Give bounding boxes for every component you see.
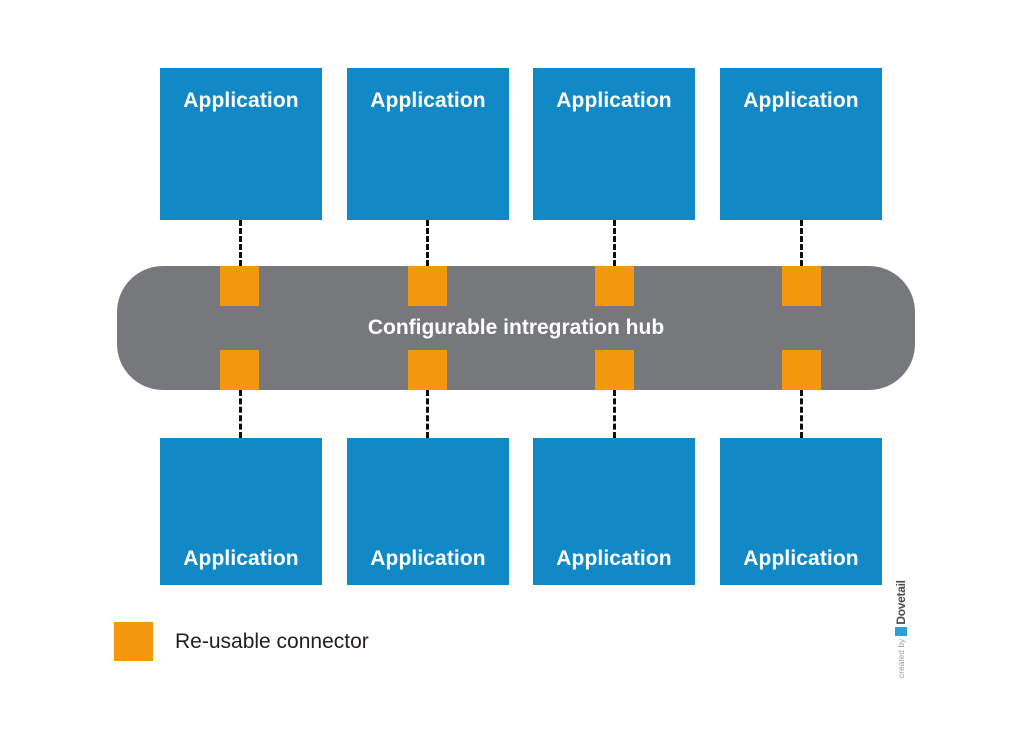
application-label: Application <box>183 89 299 112</box>
connection-line-top-4 <box>800 220 803 266</box>
connection-line-bottom-1 <box>239 390 242 438</box>
watermark-created-by-text: created by <box>896 638 906 678</box>
connection-line-top-3 <box>613 220 616 266</box>
connector-top-4[interactable] <box>782 266 821 306</box>
dovetail-logo: Dovetail <box>894 580 908 636</box>
application-box-top-3[interactable]: Application <box>533 68 695 220</box>
application-box-bottom-1[interactable]: Application <box>160 438 322 585</box>
application-label: Application <box>370 547 486 570</box>
legend-label-connector: Re-usable connector <box>175 629 369 653</box>
watermark: created by Dovetail <box>884 568 918 678</box>
connector-top-3[interactable] <box>595 266 634 306</box>
connector-top-2[interactable] <box>408 266 447 306</box>
connection-line-bottom-3 <box>613 390 616 438</box>
application-box-top-1[interactable]: Application <box>160 68 322 220</box>
application-box-top-4[interactable]: Application <box>720 68 882 220</box>
connection-line-bottom-4 <box>800 390 803 438</box>
application-box-top-2[interactable]: Application <box>347 68 509 220</box>
connection-line-top-1 <box>239 220 242 266</box>
application-label: Application <box>183 547 299 570</box>
application-box-bottom-4[interactable]: Application <box>720 438 882 585</box>
legend: Re-usable connector <box>114 622 369 661</box>
application-label: Application <box>743 547 859 570</box>
connector-bottom-2[interactable] <box>408 350 447 390</box>
legend-swatch-connector <box>114 622 153 661</box>
application-label: Application <box>556 547 672 570</box>
watermark-brand-text: Dovetail <box>894 580 908 625</box>
connector-bottom-4[interactable] <box>782 350 821 390</box>
application-label: Application <box>743 89 859 112</box>
application-label: Application <box>556 89 672 112</box>
application-box-bottom-3[interactable]: Application <box>533 438 695 585</box>
connection-line-top-2 <box>426 220 429 266</box>
application-label: Application <box>370 89 486 112</box>
connector-top-1[interactable] <box>220 266 259 306</box>
connector-bottom-1[interactable] <box>220 350 259 390</box>
connector-bottom-3[interactable] <box>595 350 634 390</box>
application-box-bottom-2[interactable]: Application <box>347 438 509 585</box>
dovetail-mark-icon <box>895 626 907 636</box>
connection-line-bottom-2 <box>426 390 429 438</box>
